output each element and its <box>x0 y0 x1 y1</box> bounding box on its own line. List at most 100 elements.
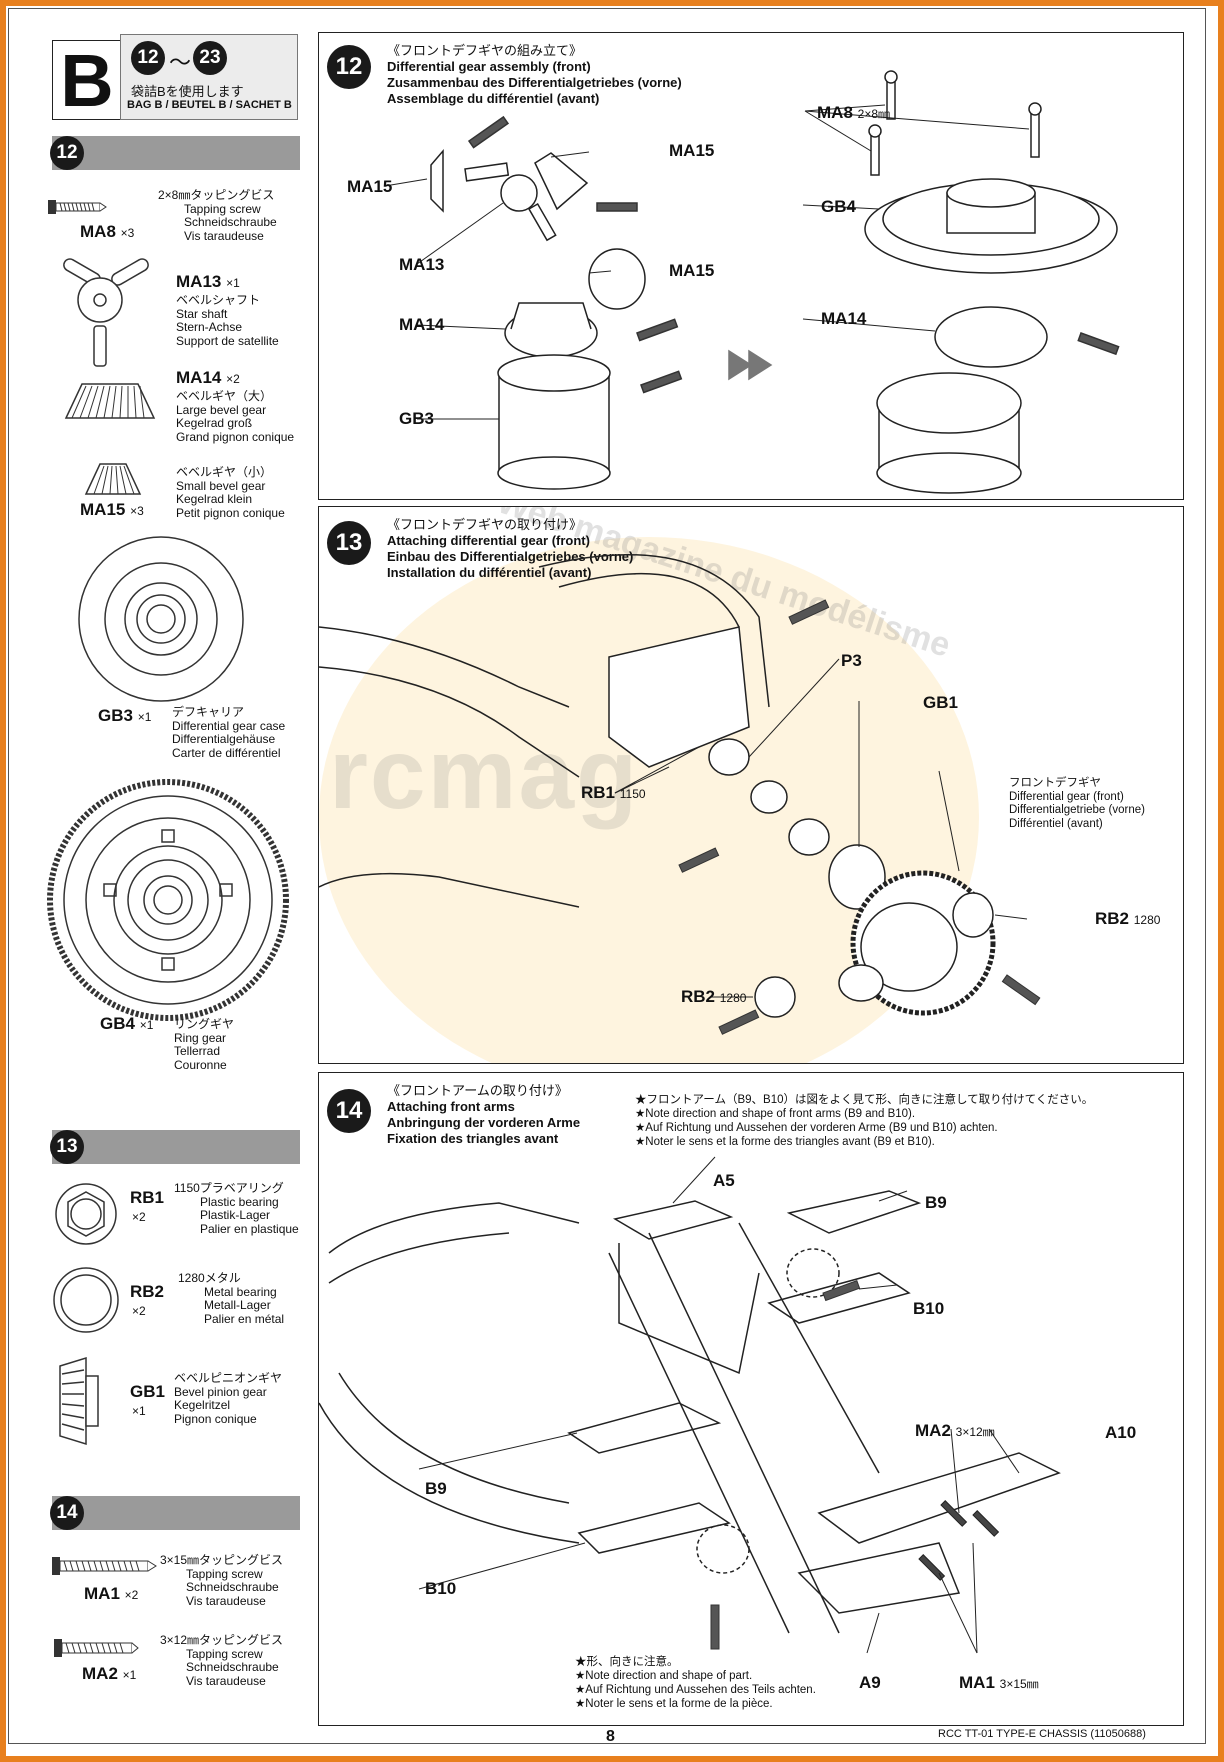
bag-jp-text: 袋詰Bを使用します <box>131 84 244 99</box>
gb3-label: GB3 <box>399 409 434 428</box>
bag-info-box: 12 ～ 23 袋詰Bを使用します BAG B / BEUTEL B / SAC… <box>120 34 298 120</box>
ma2-code: MA2 ×1 <box>82 1664 137 1683</box>
ma1-description: 3×15㎜タッピングビス Tapping screw Schneidschrau… <box>160 1553 284 1608</box>
sidebar-step12-bar <box>52 136 300 170</box>
gb1-qty: ×1 <box>132 1404 146 1418</box>
rb1-code: RB1 <box>130 1188 165 1207</box>
ma2-label: MA2 3×12㎜ <box>915 1421 995 1440</box>
ma14-label: MA14 <box>399 315 445 334</box>
ma14-code: MA14 ×2 <box>176 368 240 387</box>
gb4-description: リングギヤ Ring gear Tellerrad Couronne <box>174 1017 235 1072</box>
ma13-shaft <box>500 174 538 212</box>
step12-diagram <box>384 70 1120 494</box>
step14-badge: 14 <box>327 1089 371 1133</box>
b10-right-arm <box>767 1272 911 1324</box>
b10-right-label: B10 <box>913 1299 945 1318</box>
step14-grease-brushes <box>710 1280 861 1650</box>
gb1-pinion-gear-icon <box>59 1356 99 1446</box>
next-arrow-2 <box>748 349 773 381</box>
sidebar-step14-bar <box>52 1496 300 1530</box>
step12-title: 《フロントデフギヤの組み立て》 Differential gear assemb… <box>387 43 682 106</box>
ma14-large-bevel-gear-icon <box>64 383 156 419</box>
b10-left-label: B10 <box>425 1579 457 1598</box>
ma14-right-label: MA14 <box>821 309 867 328</box>
sidebar-step13-bar <box>52 1130 300 1164</box>
gb1-description: ベベルピニオンギヤ Bevel pinion gear Kegelritzel … <box>174 1371 283 1426</box>
gb3-diff-case-icon <box>78 536 244 702</box>
chassis-rail <box>328 1202 580 1284</box>
ma15-label-b: MA15 <box>669 141 715 160</box>
b9-right-label: B9 <box>925 1193 947 1212</box>
grease-brushes <box>467 115 1120 394</box>
document-id: RCC TT-01 TYPE-E CHASSIS (11050688) <box>938 1728 1146 1740</box>
b9-left-label: B9 <box>425 1479 447 1498</box>
a10-part <box>817 1452 1061 1544</box>
ma14-description: ベベルギヤ（大） Large bevel gear Kegelrad groß … <box>176 389 295 444</box>
ma8-code: MA8 ×3 <box>80 222 135 241</box>
detail-circle-right <box>786 1248 840 1298</box>
gb1-code: GB1 <box>130 1382 165 1401</box>
ma13-star-shaft-icon <box>63 258 149 367</box>
rb2-qty: ×2 <box>132 1304 146 1318</box>
ma1-screw-icon <box>52 1557 157 1575</box>
ma13-label: MA13 <box>399 255 445 274</box>
rb1-qty: ×2 <box>132 1210 146 1224</box>
rb2-bearing-right <box>952 892 994 938</box>
ma8-description: 2×8㎜タッピングビス Tapping screw Schneidschraub… <box>158 188 277 243</box>
ma8-screw-icon <box>48 200 107 214</box>
a5-bulkhead <box>612 1200 734 1240</box>
ma15-left-gear <box>430 148 444 213</box>
p3-label: P3 <box>841 651 862 670</box>
a9-part <box>797 1542 961 1614</box>
ma1-code: MA1 ×2 <box>84 1584 139 1603</box>
rb2-description: 1280メタル Metal bearing Metall-Lager Palie… <box>178 1271 285 1326</box>
p3-bearing-2 <box>750 780 788 814</box>
ma15-code: MA15 ×3 <box>80 500 144 519</box>
ma1-label: MA1 3×15㎜ <box>959 1673 1039 1692</box>
step-to-badge: 23 <box>193 41 227 75</box>
gb1-label: GB1 <box>923 693 958 712</box>
ma15-label-a: MA15 <box>347 177 393 196</box>
rb2-code: RB2 <box>130 1282 165 1301</box>
rb2-label-left: RB2 1280 <box>681 987 747 1006</box>
rb2-bearing-left <box>754 976 796 1018</box>
a5-label: A5 <box>713 1171 735 1190</box>
rb2-label-right: RB2 1280 <box>1095 909 1161 928</box>
sidebar-step12-badge: 12 <box>50 136 84 170</box>
step13-grease-brushes <box>678 599 1041 1035</box>
step13-diagram <box>319 553 1041 1035</box>
step14-bottom-notes: ★形、向きに注意。 ★Note direction and shape of p… <box>575 1656 816 1710</box>
diff-gear-callout: フロントデフギヤ Differential gear (front) Diffe… <box>1009 777 1145 830</box>
rb1-label: RB1 1150 <box>581 783 646 802</box>
step14-diagram <box>318 1156 1061 1654</box>
step14-title: 《フロントアームの取り付け》 Attaching front arms Anbr… <box>387 1083 581 1146</box>
ma2-description: 3×12㎜タッピングビス Tapping screw Schneidschrau… <box>160 1633 284 1688</box>
ma15-top-gear <box>534 152 589 211</box>
step-from-badge: 12 <box>131 41 165 75</box>
ma15-description: ベベルギヤ（小） Small bevel gear Kegelrad klein… <box>176 465 285 520</box>
ma8-label: MA8 2×8㎜ <box>817 103 890 122</box>
rb1-description: 1150プラベアリング Plastic bearing Plastik-Lage… <box>174 1181 299 1236</box>
page-number: 8 <box>606 1728 615 1745</box>
next-arrow-1 <box>728 349 753 381</box>
step14-panel: 14 《フロントアームの取り付け》 Attaching front arms A… <box>318 1072 1184 1726</box>
step14-notes: ★フロントアーム（B9、B10）は図をよく見て形、向きに注意して取り付けてくださ… <box>635 1094 1094 1148</box>
page-inner-frame <box>8 8 1206 1744</box>
step12-panel: 12 《フロントデフギヤの組み立て》 Differential gear ass… <box>318 32 1184 500</box>
bag-multilingual-text: BAG B / BEUTEL B / SACHET B <box>127 99 292 111</box>
b9-left-arm <box>567 1402 722 1454</box>
ma15-small-bevel-gear-icon <box>84 463 142 495</box>
gb3-code: GB3 ×1 <box>98 706 152 725</box>
step-range-tilde: ～ <box>169 50 192 75</box>
ma14-right-gear <box>934 306 1048 368</box>
gb4-ring-gear-icon <box>47 779 289 1021</box>
a9-label: A9 <box>859 1673 881 1692</box>
bag-letter: B <box>52 39 122 122</box>
ma8-screws <box>868 70 1042 176</box>
ma15-label-c: MA15 <box>669 261 715 280</box>
gb4-code: GB4 ×1 <box>100 1014 154 1033</box>
gb3-description: デフキャリア Differential gear case Differenti… <box>172 705 286 760</box>
a10-label: A10 <box>1105 1423 1137 1442</box>
ma13-code: MA13 ×1 <box>176 272 240 291</box>
